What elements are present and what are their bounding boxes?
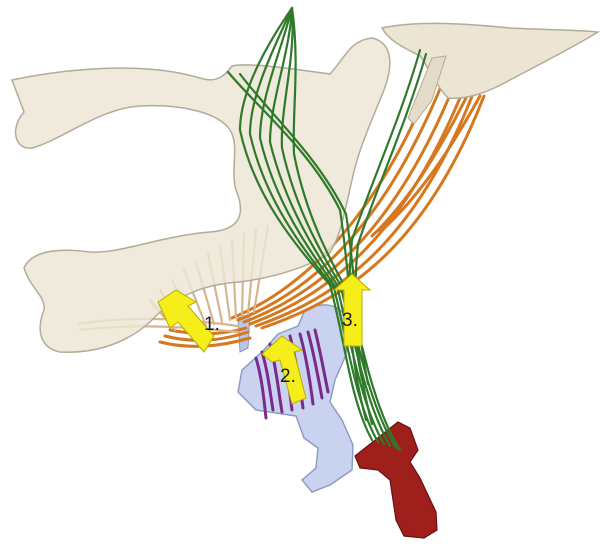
upper-right-bone — [382, 23, 598, 98]
arrow-3-label: 3. — [342, 310, 358, 331]
red-structure — [355, 422, 437, 538]
arrow-2-label: 2. — [280, 366, 296, 387]
arrow-1-label: 1. — [204, 314, 220, 335]
